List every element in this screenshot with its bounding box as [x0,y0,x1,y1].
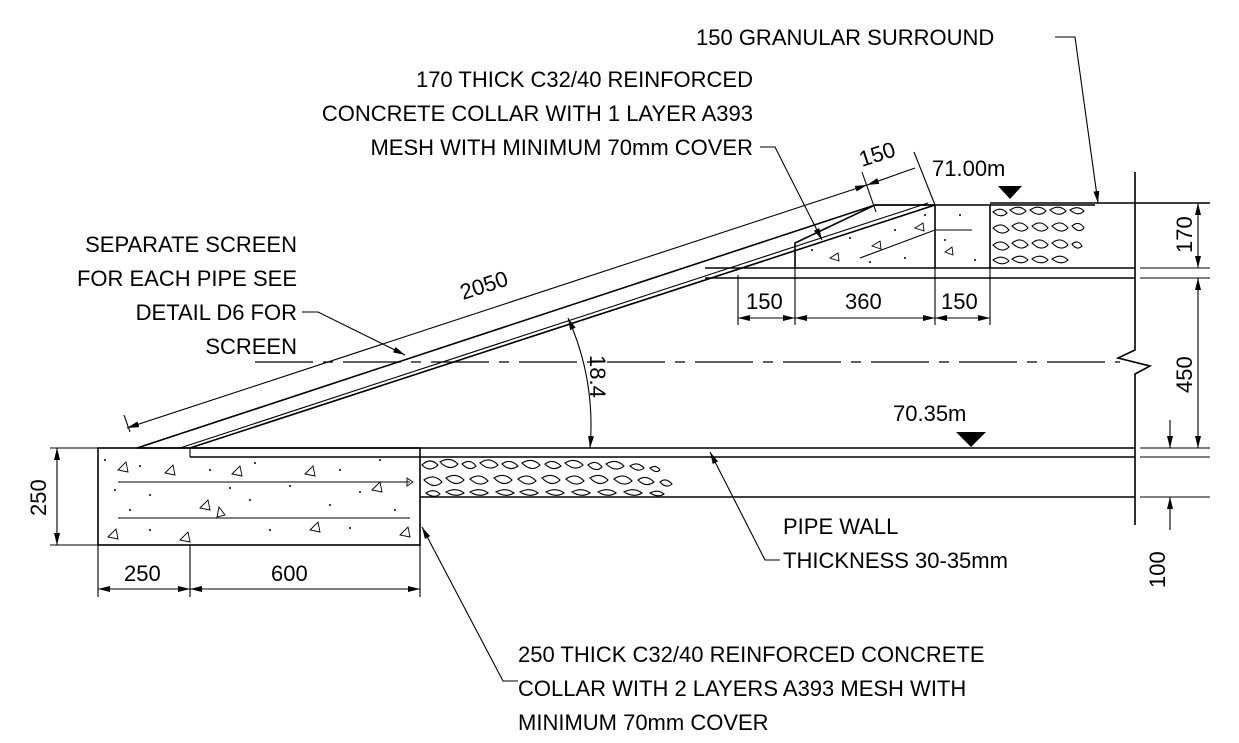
dim-angle-value: 18.4 [585,355,610,398]
note-pipe-wall-line-2: THICKNESS 30-35mm [783,548,1008,573]
note-pipe-wall: PIPE WALL THICKNESS 30-35mm [783,514,1008,573]
pipe-body [190,172,1153,525]
top-level-label: 71.00m [932,156,1005,181]
dim-right-upper-value: 170 [1172,216,1197,253]
dim-slope-length-value: 2050 [457,266,511,305]
leader-pipe-wall [709,451,780,561]
note-bottom-collar: 250 THICK C32/40 REINFORCED CONCRETE COL… [518,642,985,735]
note-bottom-collar-line-3: MINIMUM 70mm COVER [518,710,769,735]
note-screen-line-4: SCREEN [205,334,297,359]
note-top-collar-line-1: 170 THICK C32/40 REINFORCED [416,67,753,92]
note-bottom-collar-line-1: 250 THICK C32/40 REINFORCED CONCRETE [518,642,985,667]
dim-bottom-chain: 250 600 [97,545,421,597]
leader-screen [302,311,406,356]
note-top-collar: 170 THICK C32/40 REINFORCED CONCRETE COL… [322,67,753,160]
invert-level-marker: 70.35m [893,401,986,447]
dim-top-mid-value: 360 [845,289,882,314]
dim-right-chain: 170 450 100 [1140,203,1210,588]
dim-top-right-value: 150 [941,289,978,314]
dim-right-mid-value: 450 [1172,356,1197,393]
granular-fill-top [990,204,1095,265]
leader-collar-top [760,146,823,241]
top-level-marker: 71.00m [932,156,1210,204]
note-screen-line-2: FOR EACH PIPE SEE [77,266,297,291]
note-screen: SEPARATE SCREEN FOR EACH PIPE SEE DETAIL… [77,232,297,359]
note-top-collar-line-2: CONCRETE COLLAR WITH 1 LAYER A393 [322,101,753,126]
dim-left-height-value: 250 [26,479,51,516]
note-granular-line: 150 GRANULAR SURROUND [696,25,994,50]
dim-right-lower-value: 100 [1145,551,1170,588]
concrete-hatch-bottom [104,459,414,543]
invert-level-label: 70.35m [893,401,966,426]
granular-fill-bottom [421,458,673,497]
dim-left-height: 250 [26,447,98,546]
dim-top-left-value: 150 [746,289,783,314]
dim-bottom-right-value: 600 [271,561,308,586]
dim-screen-thickness-value: 150 [856,137,899,172]
note-pipe-wall-line-1: PIPE WALL [783,514,898,539]
leader-collar-bottom [421,526,518,682]
bottom-concrete-collar [97,447,421,546]
dim-top-chain: 150 360 150 [737,268,991,325]
concrete-hatch-top [811,214,976,263]
note-granular-surround: 150 GRANULAR SURROUND [696,25,994,50]
note-bottom-collar-line-2: COLLAR WITH 2 LAYERS A393 MESH WITH [518,676,966,701]
dim-bottom-left-value: 250 [124,561,161,586]
dim-angle: 18.4 [567,317,610,449]
note-screen-line-1: SEPARATE SCREEN [85,232,297,257]
note-screen-line-3: DETAIL D6 FOR [136,300,297,325]
leader-granular [1055,36,1100,204]
note-top-collar-line-3: MESH WITH MINIMUM 70mm COVER [370,135,753,160]
